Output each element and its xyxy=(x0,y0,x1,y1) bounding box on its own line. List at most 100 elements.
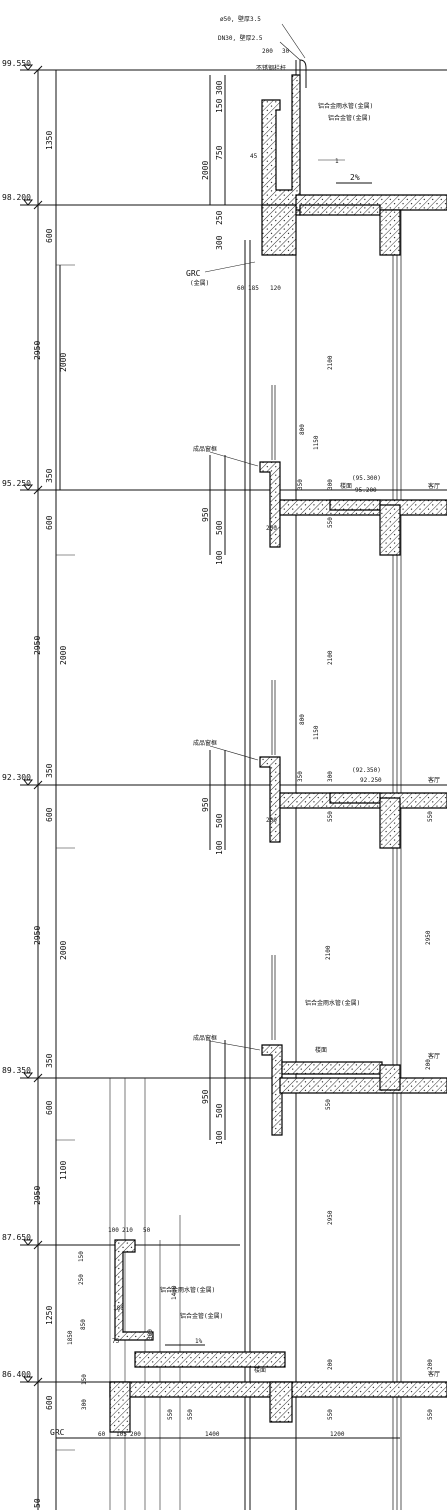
svg-text:100: 100 xyxy=(215,1130,224,1145)
svg-text:2000: 2000 xyxy=(59,646,68,665)
svg-text:GRC: GRC xyxy=(186,269,201,278)
slope-label: 2% xyxy=(350,173,360,182)
svg-text:200: 200 xyxy=(266,817,277,824)
facade-vertical-lines xyxy=(109,60,402,1510)
svg-text:500: 500 xyxy=(215,520,224,535)
elevation-label: 99.550 xyxy=(2,59,31,68)
svg-text:客厅: 客厅 xyxy=(428,1052,440,1060)
svg-text:200: 200 xyxy=(130,1431,141,1438)
svg-text:950: 950 xyxy=(201,797,210,812)
svg-text:1150: 1150 xyxy=(313,725,320,740)
drain-note: 铝合金雨水管(金属) xyxy=(318,102,373,110)
svg-text:75: 75 xyxy=(112,1338,120,1345)
room-label: 客厅 xyxy=(428,482,440,490)
svg-text:铝合金雨水管(金属): 铝合金雨水管(金属) xyxy=(160,1286,215,1294)
svg-text:200: 200 xyxy=(425,1059,432,1070)
svg-text:1150: 1150 xyxy=(313,435,320,450)
lower-terrace: 1% 铝合金雨水管(金属) 铝合金管(金属) 楼面 客厅 100 210 50 … xyxy=(67,1210,447,1433)
svg-text:2100: 2100 xyxy=(327,650,334,665)
elevation-label: 86.400 xyxy=(2,1370,31,1379)
svg-text:210: 210 xyxy=(122,1227,133,1234)
svg-text:950: 950 xyxy=(201,1089,210,1104)
svg-text:60: 60 xyxy=(98,1431,106,1438)
elevation-label: 87.650 xyxy=(2,1233,31,1242)
left-dimension-chain xyxy=(20,65,447,1510)
svg-text:楼面: 楼面 xyxy=(254,1366,266,1374)
svg-text:1400: 1400 xyxy=(171,1285,178,1300)
svg-text:200: 200 xyxy=(266,525,277,532)
floor-band-3: 成品窗框 铝合金雨水管(金属) 楼面 客厅 2100 550 2950 200 xyxy=(193,930,447,1136)
roof-slab: 2% 1 铝合金雨水管(金属) 铝合金管(金属) xyxy=(261,102,447,256)
svg-text:1400: 1400 xyxy=(205,1431,220,1438)
grc-label-bottom: GRC xyxy=(50,1428,65,1437)
svg-text:120: 120 xyxy=(270,285,281,292)
svg-text:350: 350 xyxy=(45,763,54,778)
svg-text:180: 180 xyxy=(113,1305,124,1312)
svg-text:300: 300 xyxy=(215,80,224,95)
svg-text:600: 600 xyxy=(45,1395,54,1410)
grc-label-top: GRC (金属) xyxy=(186,261,256,287)
svg-text:楼面: 楼面 xyxy=(340,482,352,490)
floor-band-2: 成品窗框 (92.350) 92.250 客厅 800 1150 2100 55… xyxy=(193,650,447,849)
svg-text:800: 800 xyxy=(299,424,306,435)
svg-text:350: 350 xyxy=(297,479,304,490)
svg-text:成品窗框: 成品窗框 xyxy=(193,1034,217,1042)
svg-text:200: 200 xyxy=(262,48,273,55)
svg-text:950: 950 xyxy=(201,507,210,522)
svg-text:1850: 1850 xyxy=(67,1330,74,1345)
svg-text:200: 200 xyxy=(427,1359,434,1370)
floor-band-1: 成品窗框 (95.300) 95.200 楼面 客厅 800 1150 2100… xyxy=(193,355,447,556)
svg-text:(95.300): (95.300) xyxy=(352,475,381,482)
svg-text:150: 150 xyxy=(81,1374,88,1385)
svg-text:550: 550 xyxy=(427,1409,434,1420)
svg-text:(金属): (金属) xyxy=(190,279,209,287)
top-parapet: ø50, 壁厚3.5 DN30, 壁厚2.5 不锈钢栏杆 200 30 60 1… xyxy=(218,15,307,292)
svg-text:550: 550 xyxy=(327,1409,334,1420)
svg-text:95.200: 95.200 xyxy=(355,487,377,494)
svg-text:铝合金雨水管(金属): 铝合金雨水管(金属) xyxy=(305,999,360,1007)
left-dimension-values: 1350 600 2950 350 600 2950 350 600 2950 … xyxy=(33,131,54,1508)
svg-text:客厅: 客厅 xyxy=(428,776,440,784)
svg-text:200: 200 xyxy=(327,1359,334,1370)
svg-text:105: 105 xyxy=(116,1431,127,1438)
svg-text:600: 600 xyxy=(45,807,54,822)
svg-text:600: 600 xyxy=(45,228,54,243)
elevation-label: 92.300 xyxy=(2,773,31,782)
svg-text:500: 500 xyxy=(215,813,224,828)
inner-dimension-chain: 300 150 750 250 300 2000 2000 950 500 10… xyxy=(59,75,226,1180)
svg-text:成品窗框: 成品窗框 xyxy=(193,739,217,747)
svg-text:300: 300 xyxy=(81,1399,88,1410)
svg-text:185: 185 xyxy=(248,285,259,292)
svg-text:50: 50 xyxy=(33,1498,42,1508)
svg-text:1250: 1250 xyxy=(45,1306,54,1325)
svg-text:550: 550 xyxy=(427,811,434,822)
frame-label: 成品窗框 xyxy=(193,445,217,453)
svg-text:350: 350 xyxy=(45,468,54,483)
svg-text:客厅: 客厅 xyxy=(428,1370,440,1378)
svg-text:100: 100 xyxy=(215,840,224,855)
svg-text:600: 600 xyxy=(45,515,54,530)
svg-text:150: 150 xyxy=(215,98,224,113)
svg-text:500: 500 xyxy=(215,1103,224,1118)
svg-text:300: 300 xyxy=(147,1329,154,1340)
svg-text:1350: 1350 xyxy=(45,131,54,150)
svg-text:1%: 1% xyxy=(195,1338,203,1345)
svg-text:1200: 1200 xyxy=(330,1431,345,1438)
svg-text:2950: 2950 xyxy=(33,926,42,945)
svg-text:550: 550 xyxy=(327,811,334,822)
svg-text:850: 850 xyxy=(80,1319,87,1330)
svg-text:300: 300 xyxy=(327,479,334,490)
svg-text:30: 30 xyxy=(282,48,290,55)
elevation-markers: 99.550 98.200 95.250 92.300 89.350 87.65… xyxy=(2,59,34,1383)
pipe-note: 不锈钢栏杆 xyxy=(256,64,286,72)
svg-text:92.250: 92.250 xyxy=(360,777,382,784)
svg-text:350: 350 xyxy=(45,1053,54,1068)
svg-text:800: 800 xyxy=(299,714,306,725)
svg-text:550: 550 xyxy=(187,1409,194,1420)
section-mark: 1 xyxy=(335,158,339,165)
svg-text:2950: 2950 xyxy=(33,636,42,655)
svg-text:550: 550 xyxy=(327,517,334,528)
svg-text:60: 60 xyxy=(237,285,245,292)
svg-text:1100: 1100 xyxy=(59,1161,68,1180)
